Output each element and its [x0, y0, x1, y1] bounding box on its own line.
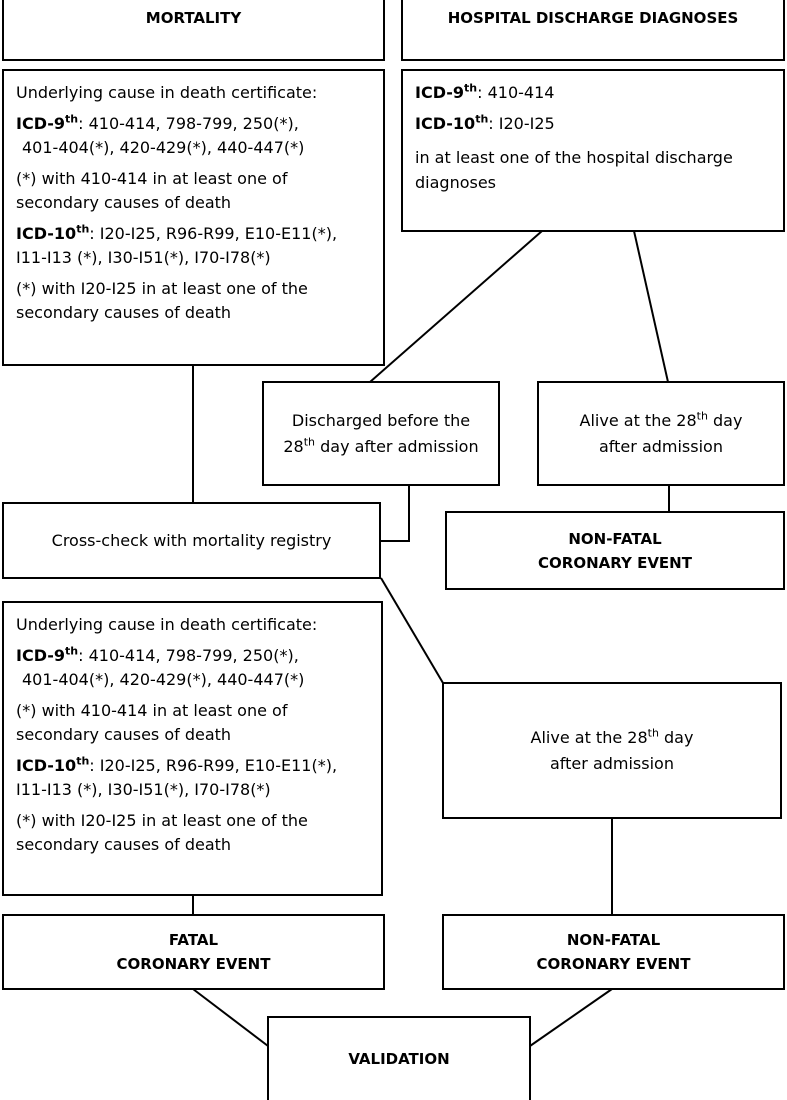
note2-line1-2: (*) with I20-I25 in at least one of the	[16, 810, 308, 830]
icd10-line-2: ICD-10th: I20-I25, R96-R99, E10-E11(*),	[16, 754, 371, 779]
icd10-codes-cont: I11-I13 (*), I30-I51(*), I70-I78(*)	[16, 248, 271, 267]
validation-box: VALIDATION	[267, 1016, 531, 1100]
note1-line1-2: (*) with 410-414 in at least one of	[16, 700, 288, 720]
icd10-sup-2: th	[76, 754, 90, 768]
underlying-cause-text: Underlying cause in death certificate:	[16, 83, 318, 102]
hosp-note-line2: diagnoses	[415, 172, 497, 192]
note2-line1: (*) with I20-I25 in at least one of the	[16, 278, 308, 298]
hosp-icd10-codes: : I20-I25	[488, 113, 555, 133]
discharged-line2: 28th day after admission	[283, 435, 479, 456]
note2-line2: secondary causes of death	[16, 303, 232, 322]
mortality-header: MORTALITY	[2, 0, 385, 61]
icd9-label-2: ICD-9	[16, 645, 66, 665]
nonfatal-top-line1: NON-FATAL	[568, 529, 662, 548]
hosp-icd10-label: ICD-10	[415, 113, 476, 133]
crosscheck-label: Cross-check with mortality registry	[51, 530, 332, 550]
alive-top-box: Alive at the 28th day after admission	[537, 381, 785, 486]
alive-bottom-box: Alive at the 28th day after admission	[442, 682, 782, 819]
nonfatal-bottom-line1: NON-FATAL	[566, 931, 661, 949]
icd10-codes: : I20-I25, R96-R99, E10-E11(*),	[89, 223, 338, 243]
hospital-header: HOSPITAL DISCHARGE DIAGNOSES	[401, 0, 785, 61]
icd9-sup-2: th	[65, 644, 79, 658]
mortality-criteria-box: Underlying cause in death certificate: I…	[2, 69, 385, 366]
hosp-icd9-sup: th	[464, 81, 478, 95]
note1-line2-2: secondary causes of death	[16, 725, 232, 744]
icd9-codes-cont-2: 401-404(*), 420-429(*), 440-447(*)	[22, 670, 305, 689]
discharged-box: Discharged before the 28th day after adm…	[262, 381, 500, 486]
hosp-icd10-sup: th	[475, 112, 489, 126]
connector-discharged-to-crosscheck	[380, 485, 410, 542]
icd9-codes-2: : 410-414, 798-799, 250(*),	[78, 645, 299, 665]
icd10-label: ICD-10	[16, 223, 77, 243]
alive-top-line2: after admission	[599, 436, 723, 456]
fatal-box: FATAL CORONARY EVENT	[2, 914, 385, 990]
note2-line2-2: secondary causes of death	[16, 835, 232, 854]
hospital-criteria-box: ICD-9th: 410-414 ICD-10th: I20-I25 in at…	[401, 69, 785, 232]
icd9-sup: th	[65, 112, 79, 126]
icd9-codes: : 410-414, 798-799, 250(*),	[78, 113, 299, 133]
nonfatal-top-line2: CORONARY EVENT	[538, 553, 692, 572]
hosp-note-line1: in at least one of the hospital discharg…	[415, 148, 733, 167]
icd9-codes-cont: 401-404(*), 420-429(*), 440-447(*)	[22, 138, 305, 157]
hosp-icd9-line: ICD-9th: 410-414	[415, 81, 773, 106]
nonfatal-bottom-box: NON-FATAL CORONARY EVENT	[442, 914, 785, 990]
alive-bottom-line1: Alive at the 28th day	[530, 726, 694, 747]
icd9-label: ICD-9	[16, 113, 66, 133]
fatal-line2: CORONARY EVENT	[116, 955, 271, 973]
icd10-line: ICD-10th: I20-I25, R96-R99, E10-E11(*),	[16, 222, 373, 247]
connector-nonfatal-to-validation	[529, 988, 613, 1047]
validation-label: VALIDATION	[348, 1050, 450, 1068]
icd9-line-2: ICD-9th: 410-414, 798-799, 250(*),	[16, 644, 371, 669]
mortality-header-label: MORTALITY	[145, 9, 242, 27]
icd10-sup: th	[76, 222, 90, 236]
alive-top-line1: Alive at the 28th day	[579, 409, 743, 430]
note1-line2: secondary causes of death	[16, 193, 232, 212]
note1-line1: (*) with 410-414 in at least one of	[16, 168, 288, 188]
alive-bottom-line2: after admission	[550, 753, 674, 773]
hosp-icd9-label: ICD-9	[415, 83, 465, 102]
crosscheck-box: Cross-check with mortality registry	[2, 502, 381, 579]
discharged-line1: Discharged before the	[291, 410, 471, 430]
connector-hospital-to-alive	[633, 230, 669, 383]
nonfatal-top-box: NON-FATAL CORONARY EVENT	[445, 511, 785, 590]
fatal-line1: FATAL	[168, 931, 219, 949]
connector-fatal-to-validation	[192, 988, 269, 1047]
hosp-icd10-line: ICD-10th: I20-I25	[415, 112, 773, 137]
connector-crosscheck-to-alive-bottom	[380, 577, 444, 684]
icd10-codes-2: : I20-I25, R96-R99, E10-E11(*),	[89, 755, 338, 775]
icd10-label-2: ICD-10	[16, 755, 77, 775]
icd10-codes-cont-2: I11-I13 (*), I30-I51(*), I70-I78(*)	[16, 780, 271, 799]
mortality-criteria-box-2: Underlying cause in death certificate: I…	[2, 601, 383, 896]
nonfatal-bottom-line2: CORONARY EVENT	[536, 955, 691, 973]
underlying-cause-text-2: Underlying cause in death certificate:	[16, 615, 318, 634]
hosp-icd9-codes: : 410-414	[477, 83, 555, 102]
connector-hospital-to-discharged	[369, 230, 543, 383]
hospital-header-label: HOSPITAL DISCHARGE DIAGNOSES	[447, 9, 739, 27]
icd9-line: ICD-9th: 410-414, 798-799, 250(*),	[16, 112, 373, 137]
